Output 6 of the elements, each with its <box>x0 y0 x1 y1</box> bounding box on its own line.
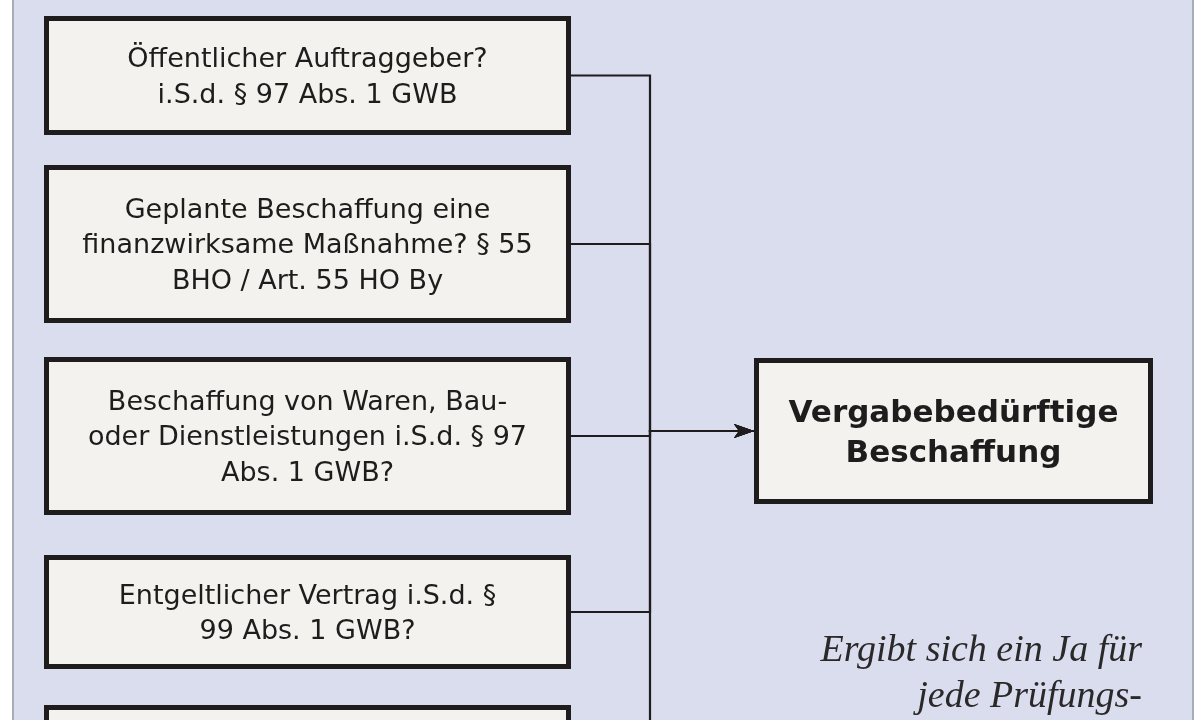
note-text: Ergibt sich ein Ja für jede Prüfungs- <box>819 626 1142 717</box>
result-box: Vergabebedürftige Beschaffung <box>754 358 1153 504</box>
question-box: Öffentlicher Auftraggeber? i.S.d. § 97 Abs. 1 GWB <box>44 16 571 135</box>
question-box: Geplante Beschaffung eine finanzwirksame Maßnahme? § 55 BHO / Art. 55 HO By <box>44 165 571 323</box>
question-box: Beschaffung von Waren, Bau- oder Dienstleistungen i.S.d. § 97 Abs. 1 GWB? <box>44 357 571 515</box>
question-box: Entgeltlicher Vertrag i.S.d. § 99 Abs. 1 GWB? <box>44 555 571 669</box>
